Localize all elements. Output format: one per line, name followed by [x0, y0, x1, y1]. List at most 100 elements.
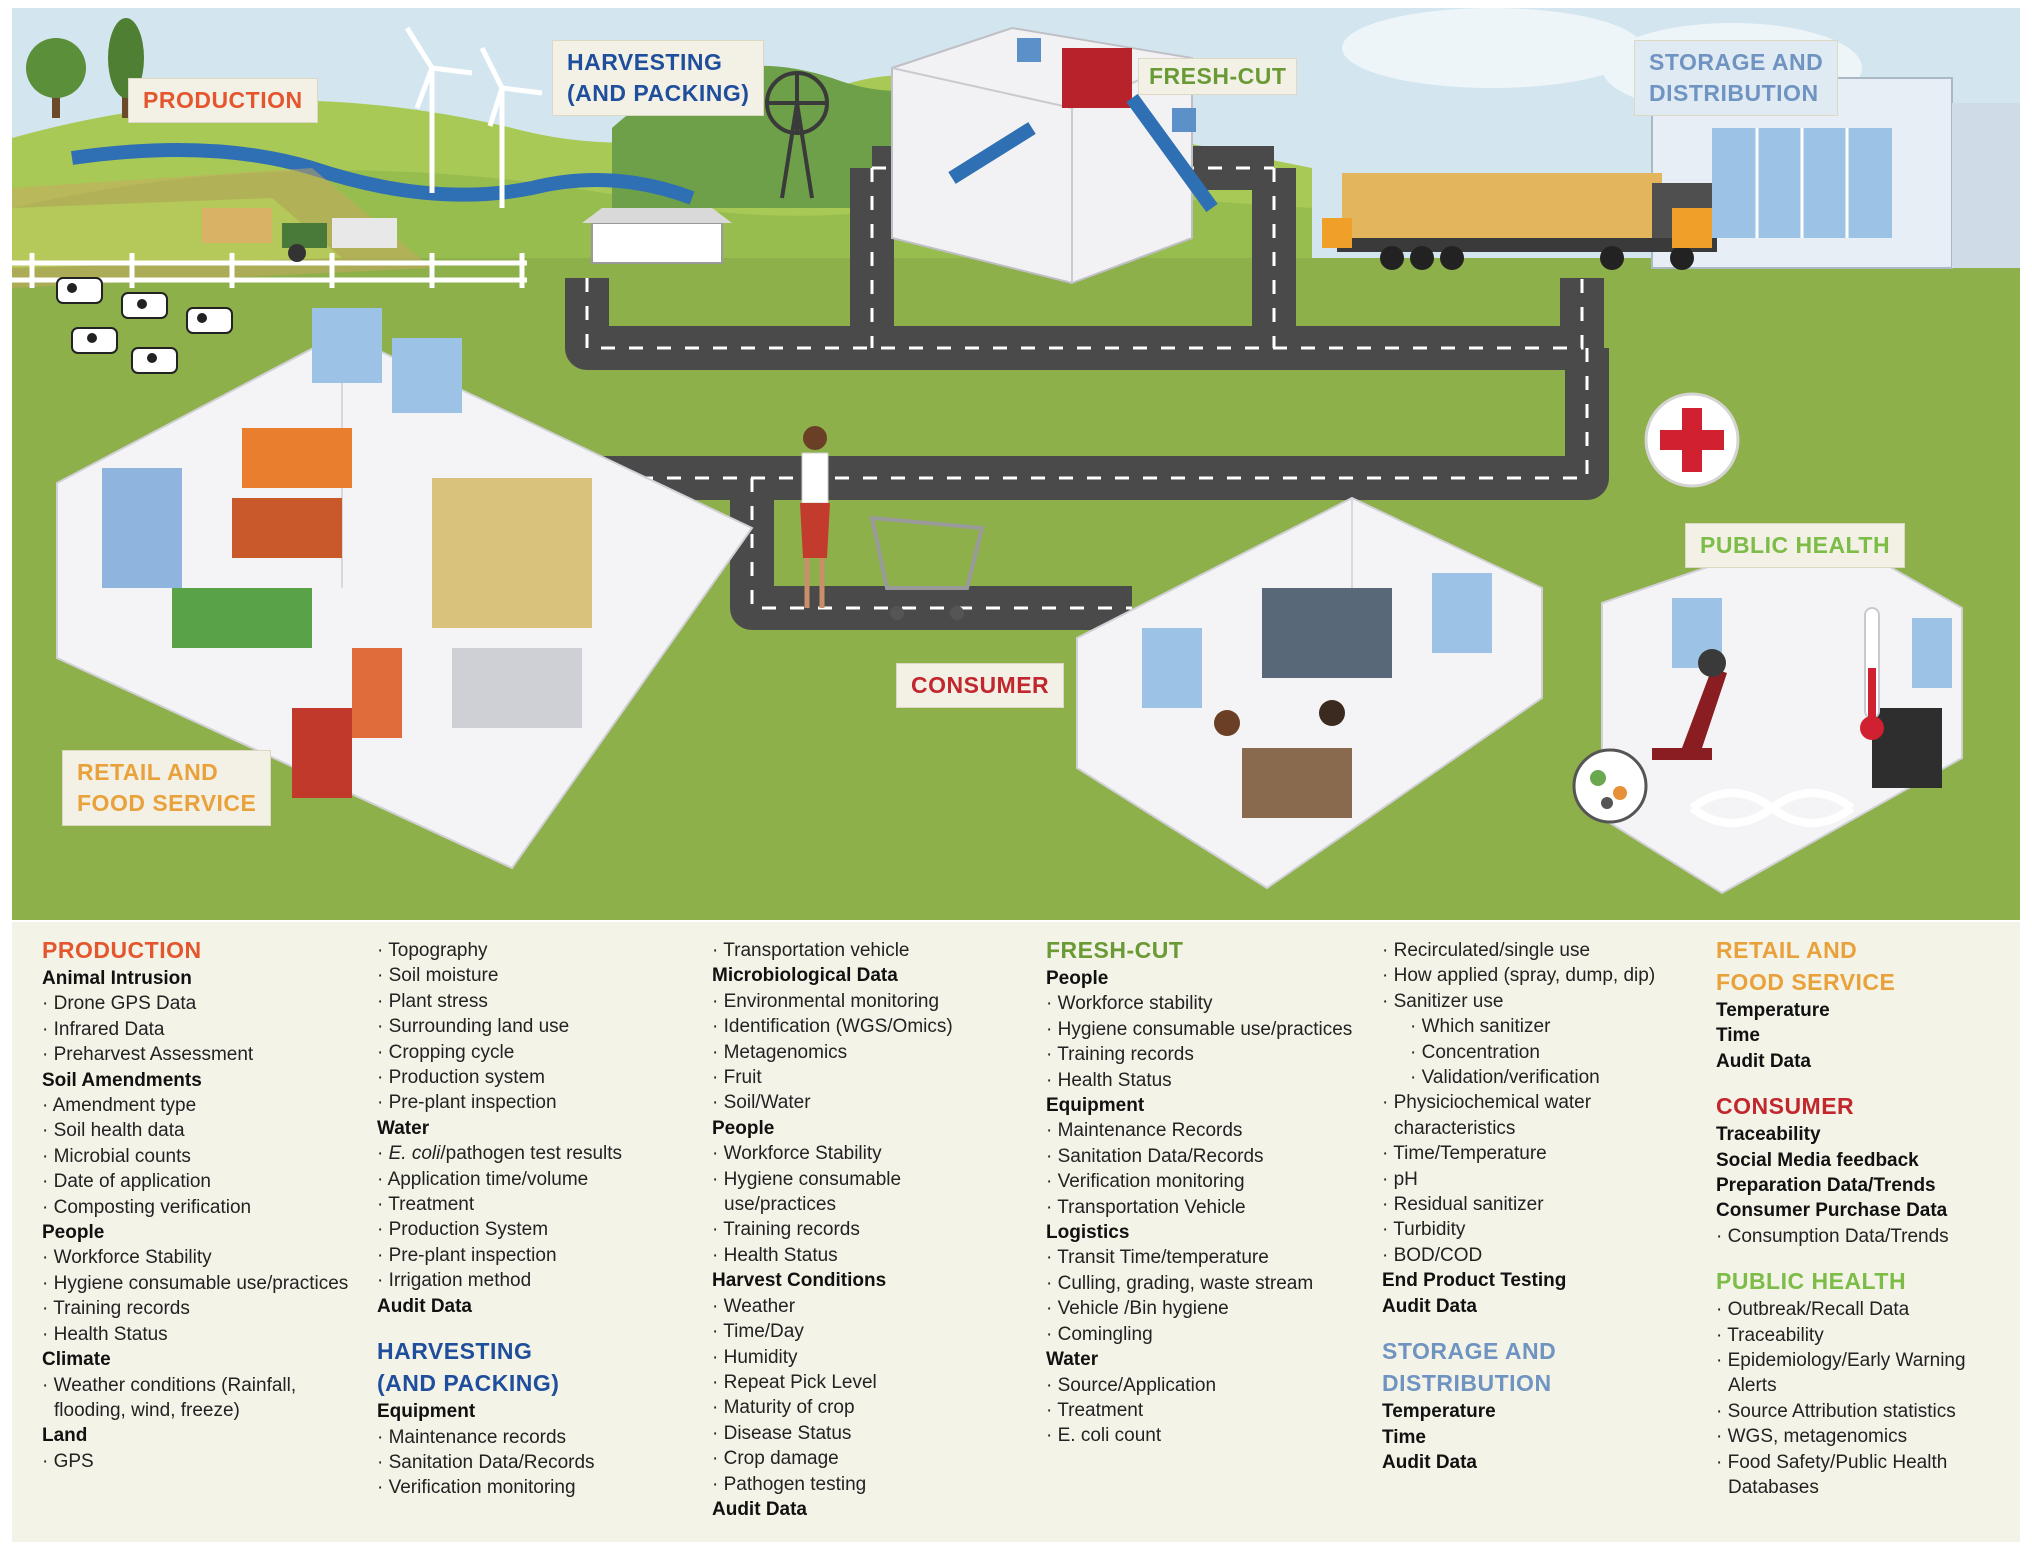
- legend-subheading: Consumer Purchase Data: [1716, 1200, 1948, 1222]
- legend-item: Training records: [1046, 1042, 1356, 1067]
- shopping-cart-icon: [869, 515, 985, 620]
- legend-col-fresh-cut: FRESH-CUT People Workforce stability Hyg…: [1046, 934, 1356, 1449]
- legend-item: Microbial counts: [42, 1144, 362, 1169]
- legend-item: Environmental monitoring: [712, 989, 1012, 1014]
- legend-subheading: Water: [377, 1117, 430, 1139]
- legend-item: Source/Application: [1046, 1373, 1356, 1398]
- legend-item: Pathogen testing: [712, 1472, 1012, 1497]
- legend-subheading: Soil Amendments: [42, 1069, 202, 1091]
- legend-item: Hygiene consumable use/practices: [1046, 1017, 1356, 1042]
- legend-subheading: Equipment: [1046, 1095, 1145, 1117]
- legend-item: Outbreak/Recall Data: [1716, 1297, 2006, 1322]
- legend-item: Date of application: [42, 1169, 362, 1194]
- supply-chain-illustration: [12, 8, 2020, 920]
- legend-item: Physiciochemical water characteristics: [1382, 1090, 1692, 1141]
- legend-subheading: Equipment: [377, 1401, 476, 1423]
- legend-item: Topography: [377, 938, 667, 963]
- legend-item: Health Status: [712, 1243, 1012, 1268]
- legend-col-production: PRODUCTION Animal Intrusion Drone GPS Da…: [42, 934, 362, 1474]
- legend-item: Hygiene consumable use/practices: [712, 1167, 1012, 1218]
- legend-consumer-title: CONSUMER: [1716, 1093, 1855, 1120]
- legend-col-fresh-cut-cont: Recirculated/single use How applied (spr…: [1382, 938, 1692, 1475]
- legend-item: WGS, metagenomics: [1716, 1424, 2006, 1449]
- legend-item: Health Status: [1046, 1068, 1356, 1093]
- legend-col-retail-consumer-health: RETAIL AND FOOD SERVICE Temperature Time…: [1716, 934, 2006, 1501]
- legend-subheading: Climate: [42, 1349, 111, 1371]
- legend-item: Health Status: [42, 1322, 362, 1347]
- legend-item: Workforce stability: [1046, 991, 1356, 1016]
- legend-item: Identification (WGS/Omics): [712, 1014, 1012, 1039]
- label-retail: RETAIL AND FOOD SERVICE: [62, 750, 272, 826]
- legend-item: Transportation Vehicle: [1046, 1195, 1356, 1220]
- legend-item: Repeat Pick Level: [712, 1370, 1012, 1395]
- label-production: PRODUCTION: [128, 78, 318, 123]
- legend-item: Drone GPS Data: [42, 991, 362, 1016]
- legend-item: Source Attribution statistics: [1716, 1399, 2006, 1424]
- legend-item: Application time/volume: [377, 1167, 667, 1192]
- legend-title-line: (AND PACKING): [377, 1370, 560, 1397]
- legend-item: Sanitation Data/Records: [1046, 1144, 1356, 1169]
- bacteria-icon: [1572, 748, 1648, 824]
- legend-item: Production system: [377, 1065, 667, 1090]
- legend-subheading: Audit Data: [1716, 1050, 1811, 1072]
- legend-subheading: Animal Intrusion: [42, 968, 192, 989]
- legend-item: Maintenance records: [377, 1425, 667, 1450]
- legend-subheading: Land: [42, 1425, 88, 1447]
- legend-subheading: Audit Data: [1382, 1451, 1477, 1473]
- legend-item: Treatment: [1046, 1398, 1356, 1423]
- legend-subheading: Microbiological Data: [712, 965, 898, 987]
- legend-item: Verification monitoring: [377, 1475, 667, 1500]
- legend-retail-title: RETAIL AND FOOD SERVICE: [1716, 934, 2006, 998]
- legend-item: Amendment type: [42, 1093, 362, 1118]
- legend-item: Training records: [42, 1296, 362, 1321]
- legend-item: Fruit: [712, 1065, 1012, 1090]
- legend-item: Maturity of crop: [712, 1395, 1012, 1420]
- legend-item: Verification monitoring: [1046, 1169, 1356, 1194]
- legend-subitem: Concentration: [1382, 1040, 1692, 1065]
- legend-fresh-cut-title: FRESH-CUT: [1046, 937, 1184, 963]
- legend-subheading: People: [1046, 968, 1109, 989]
- tractor-icon: [202, 208, 397, 262]
- legend-subheading: Time: [1382, 1426, 1427, 1448]
- legend-item: GPS: [42, 1449, 362, 1474]
- legend-subheading: Harvest Conditions: [712, 1270, 887, 1292]
- legend-col-harvesting-cont: Transportation vehicle Microbiological D…: [712, 938, 1012, 1522]
- legend-item: Hygiene consumable use/practices: [42, 1271, 362, 1296]
- legend-item: Surrounding land use: [377, 1014, 667, 1039]
- windmill-icon: [765, 71, 829, 199]
- label-fresh-cut: FRESH-CUT: [1138, 58, 1298, 95]
- legend-item: Comingling: [1046, 1322, 1356, 1347]
- legend-item: Infrared Data: [42, 1017, 362, 1042]
- legend-item: Residual sanitizer: [1382, 1192, 1692, 1217]
- legend-item: Plant stress: [377, 989, 667, 1014]
- legend-subheading: People: [712, 1117, 775, 1139]
- legend-item: Soil health data: [42, 1118, 362, 1143]
- dna-icon: [1689, 789, 1855, 827]
- label-harvesting: HARVESTING (AND PACKING): [552, 40, 765, 116]
- fresh-cut-facility: [891, 26, 1218, 285]
- shopper-icon: [800, 426, 830, 608]
- legend-subheading: Logistics: [1046, 1222, 1130, 1244]
- legend-subheading: Water: [1046, 1349, 1099, 1371]
- legend-item: Soil/Water: [712, 1090, 1012, 1115]
- legend-item: Metagenomics: [712, 1040, 1012, 1065]
- legend-item: E. coli count: [1046, 1423, 1356, 1448]
- legend-item: Treatment: [377, 1192, 667, 1217]
- legend-item: Workforce Stability: [712, 1141, 1012, 1166]
- legend-item: Humidity: [712, 1345, 1012, 1370]
- legend-harvesting-title: HARVESTING (AND PACKING): [377, 1335, 667, 1399]
- legend-subheading: Preparation Data/Trends: [1716, 1175, 1936, 1197]
- legend-item: Weather conditions (Rainfall, flooding, …: [42, 1373, 362, 1424]
- cow-icon: [56, 277, 233, 374]
- legend-subitem: Which sanitizer: [1382, 1014, 1692, 1039]
- legend-title-line: STORAGE AND: [1382, 1338, 1557, 1365]
- legend-title-line: DISTRIBUTION: [1382, 1370, 1552, 1397]
- legend-item: Sanitation Data/Records: [377, 1450, 667, 1475]
- legend-item: Irrigation method: [377, 1268, 667, 1293]
- label-public-health: PUBLIC HEALTH: [1685, 523, 1906, 568]
- label-storage: STORAGE AND DISTRIBUTION: [1634, 40, 1839, 116]
- legend-item: Preharvest Assessment: [42, 1042, 362, 1067]
- legend-title-line: FOOD SERVICE: [1716, 969, 1896, 995]
- legend-item: Weather: [712, 1294, 1012, 1319]
